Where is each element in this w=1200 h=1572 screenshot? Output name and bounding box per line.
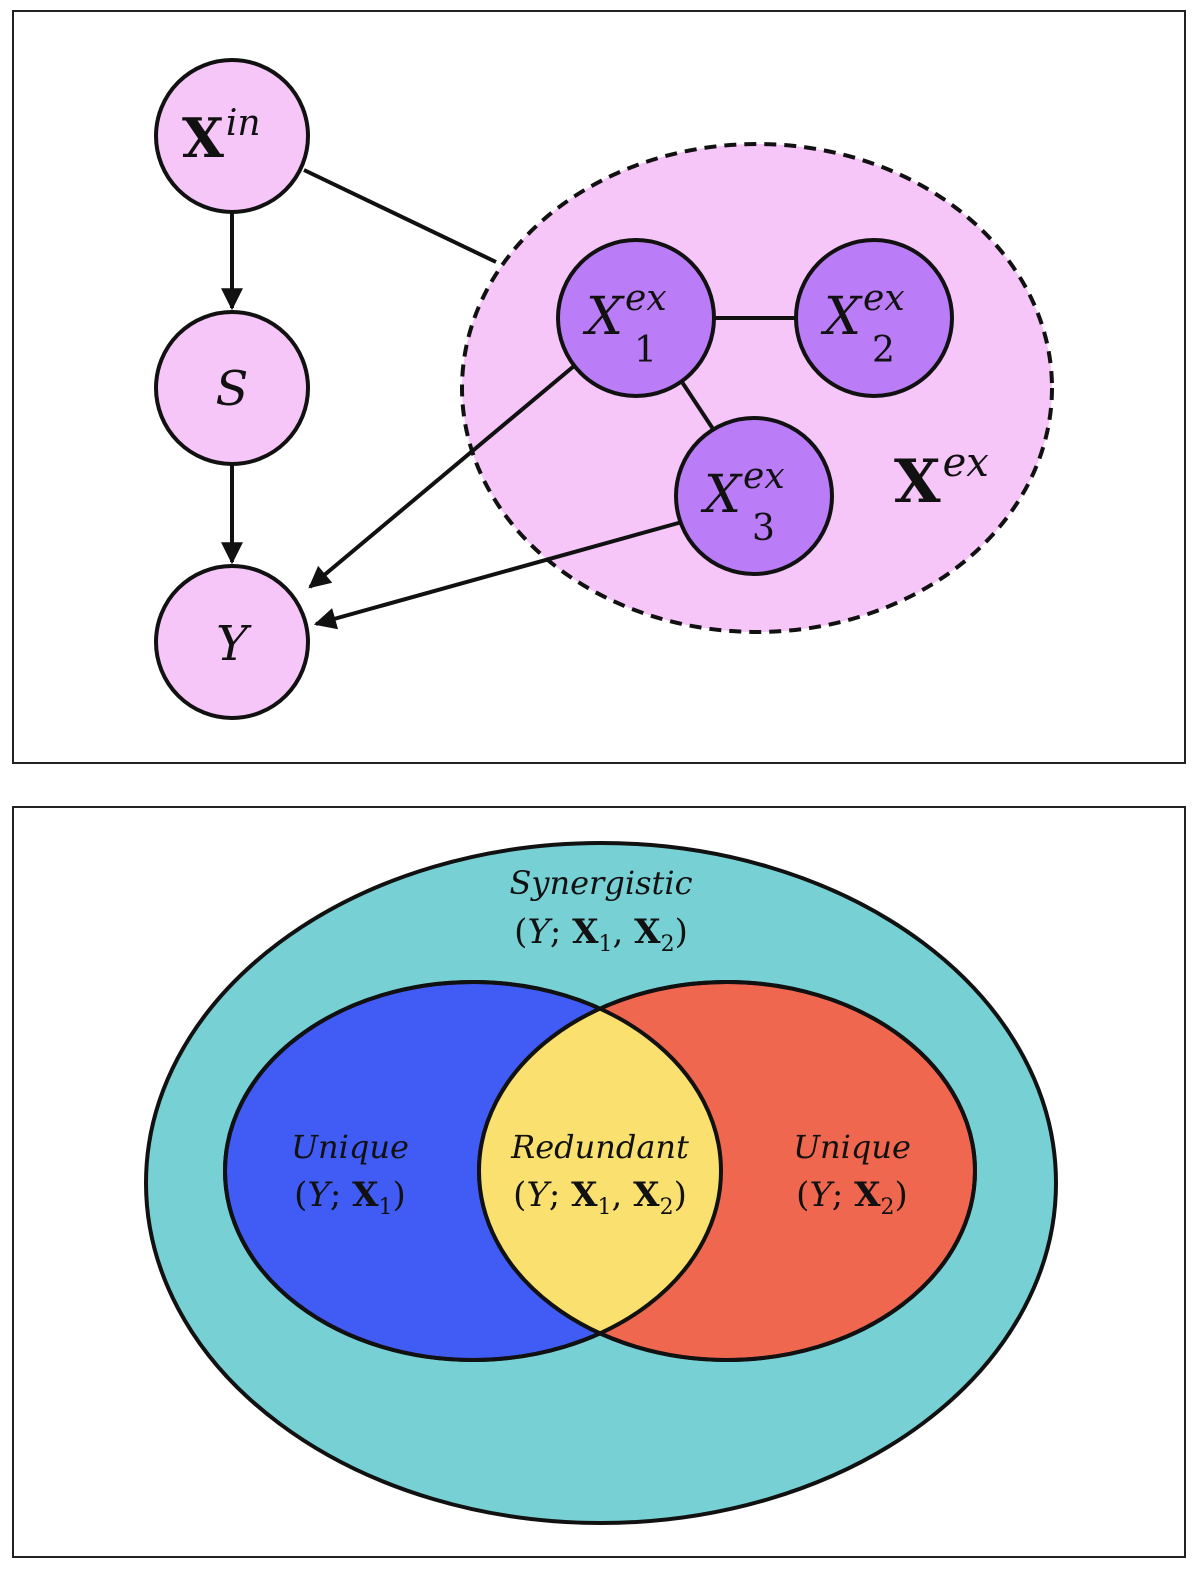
synergistic-title: Synergistic — [510, 864, 693, 902]
graph-panel: Xin S Y Xex 1 Xex 2 Xex 3 Xex — [12, 10, 1186, 764]
node-x3 — [674, 416, 834, 576]
label-y: Y — [216, 616, 252, 672]
node-y — [154, 564, 310, 720]
node-xin — [154, 58, 310, 214]
label-s: S — [216, 361, 249, 417]
label-xex-group: Xex — [894, 440, 989, 517]
causal-graph: Xin S Y Xex 1 Xex 2 Xex 3 Xex — [154, 58, 1054, 720]
node-x2 — [794, 238, 954, 398]
redundant-region — [479, 982, 721, 1360]
label-x3: Xex — [700, 456, 785, 525]
unique-x2-formula: (Y; X2) — [796, 1175, 908, 1220]
label-xin: Xin — [182, 103, 261, 170]
edge-xin-xex — [303, 168, 497, 264]
node-s — [154, 310, 310, 466]
pid-venn-diagram: Synergistic (Y; X1, X2) Unique (Y; X1) R… — [144, 841, 1058, 1525]
label-x1-sub: 1 — [634, 330, 657, 371]
label-x2: Xex — [820, 278, 905, 347]
node-x1 — [556, 238, 716, 398]
edge-x1-y — [308, 364, 576, 589]
label-x2-sub: 2 — [872, 330, 895, 371]
pid-panel: Synergistic (Y; X1, X2) Unique (Y; X1) R… — [12, 806, 1186, 1558]
unique-x2-outline — [477, 980, 977, 1362]
unique-x1-outline — [223, 980, 723, 1362]
label-x1: Xex — [582, 278, 667, 347]
redundant-title: Redundant — [510, 1128, 689, 1166]
edge-x1-x3 — [680, 380, 719, 437]
unique-x2-title: Unique — [793, 1128, 911, 1166]
label-x3-sub: 3 — [752, 508, 775, 549]
edge-x3-y — [313, 520, 683, 630]
unique-x1-title: Unique — [291, 1128, 409, 1166]
